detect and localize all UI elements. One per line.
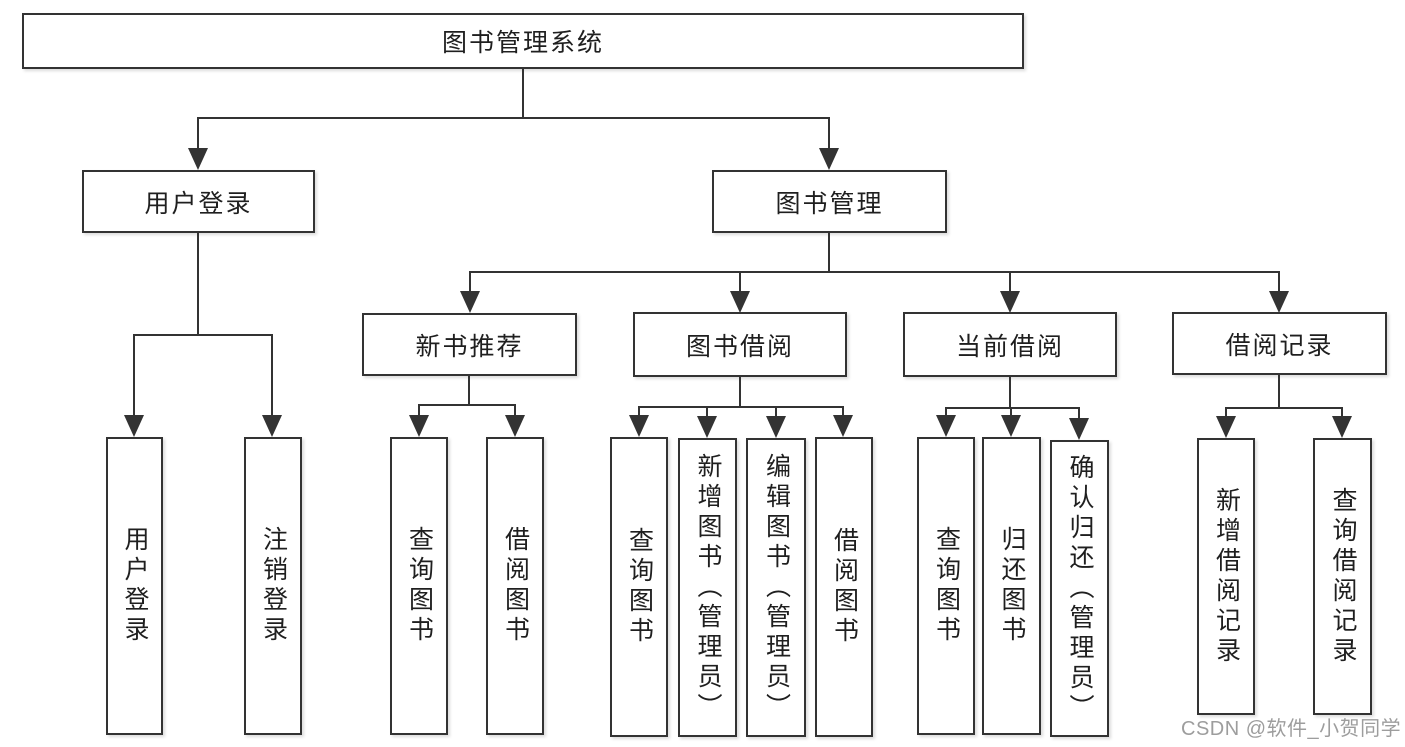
connector-login-rail	[133, 334, 273, 336]
connector-root-stem	[522, 69, 524, 118]
node-user-login-group: 用户登录	[82, 170, 315, 233]
node-user-login-label: 用户登录	[121, 526, 149, 646]
arrowhead-to-bb-add-books	[697, 416, 717, 438]
node-bb-query-books: 查询图书	[610, 437, 668, 737]
arrowhead-to-cb-return-books	[1001, 415, 1021, 437]
node-logout: 注销登录	[244, 437, 302, 735]
arrowhead-to-user-login	[124, 415, 144, 437]
connector-borrow-stem	[739, 377, 741, 408]
arrowhead-to-br-add-record	[1216, 416, 1236, 438]
connector-login-stem	[197, 233, 199, 335]
arrowhead-to-book-management	[819, 148, 839, 170]
connector-newbook-drop-1	[418, 404, 420, 417]
connector-newbook-drop-2	[514, 404, 516, 417]
connector-borrow-drop-1	[638, 406, 640, 417]
connector-mgmt-stem	[828, 233, 830, 272]
connector-current-drop-2	[1010, 407, 1012, 417]
node-user-login: 用户登录	[106, 437, 163, 735]
node-bb-add-books-admin-label: 新增图书（管理员）	[694, 452, 722, 723]
connector-records-rail	[1225, 407, 1343, 409]
connector-current-rail	[945, 407, 1079, 409]
connector-mgmt-drop-4	[1278, 271, 1280, 292]
node-cb-query-books: 查询图书	[917, 437, 975, 735]
arrowhead-to-current-borrowing	[1000, 291, 1020, 313]
connector-mgmt-rail	[469, 271, 1280, 273]
arrowhead-to-bb-borrow-books	[833, 415, 853, 437]
connector-borrow-drop-4	[842, 406, 844, 417]
node-bb-edit-books-admin-label: 编辑图书（管理员）	[762, 452, 791, 723]
node-book-management: 图书管理	[712, 170, 947, 233]
connector-root-drop-right	[828, 117, 830, 150]
node-br-query-borrow-record-label: 查询借阅记录	[1329, 486, 1357, 667]
connector-records-drop-2	[1341, 407, 1343, 418]
node-book-borrowing: 图书借阅	[633, 312, 847, 377]
arrowhead-to-logout	[262, 415, 282, 437]
node-logout-label: 注销登录	[259, 526, 288, 646]
node-new-book-recommend: 新书推荐	[362, 313, 577, 376]
csdn-watermark: CSDN @软件_小贺同学	[1181, 718, 1402, 740]
arrowhead-to-bb-edit-books	[766, 416, 786, 438]
node-bb-borrow-books-label: 借阅图书	[830, 527, 859, 647]
arrowhead-to-borrowing-records	[1269, 291, 1289, 313]
node-bb-query-books-label: 查询图书	[625, 527, 654, 647]
arrowhead-to-new-book-recommend	[460, 291, 480, 313]
connector-mgmt-drop-2	[739, 271, 741, 292]
connector-login-drop-2	[271, 334, 273, 417]
node-cb-confirm-return-admin: 确认归还（管理员）	[1050, 440, 1109, 737]
arrowhead-to-br-query-record	[1332, 416, 1352, 438]
connector-records-stem	[1278, 375, 1280, 408]
connector-borrow-drop-2	[706, 406, 708, 417]
arrowhead-to-user-login-group	[188, 148, 208, 170]
connector-current-stem	[1009, 377, 1011, 408]
connector-records-drop-1	[1225, 407, 1227, 418]
node-br-add-borrow-record: 新增借阅记录	[1197, 438, 1255, 715]
node-library-management-system: 图书管理系统	[22, 13, 1024, 69]
arrowhead-to-cb-query-books	[936, 415, 956, 437]
node-cb-query-books-label: 查询图书	[932, 526, 961, 646]
arrowhead-to-nb-query-books	[409, 415, 429, 437]
connector-root-drop-left	[197, 117, 199, 150]
connector-borrow-rail	[638, 406, 844, 408]
node-nb-query-books: 查询图书	[390, 437, 448, 735]
node-cb-return-books: 归还图书	[982, 437, 1041, 735]
node-br-query-borrow-record: 查询借阅记录	[1313, 438, 1372, 715]
arrowhead-to-book-borrowing	[730, 291, 750, 313]
node-nb-borrow-books: 借阅图书	[486, 437, 544, 735]
arrowhead-to-bb-query-books	[629, 415, 649, 437]
arrowhead-to-cb-confirm-return	[1069, 418, 1089, 440]
node-cb-return-books-label: 归还图书	[998, 526, 1026, 646]
node-bb-add-books-admin: 新增图书（管理员）	[678, 438, 737, 737]
connector-newbook-rail	[418, 404, 516, 406]
node-current-borrowing: 当前借阅	[903, 312, 1117, 377]
node-nb-borrow-books-label: 借阅图书	[501, 526, 530, 646]
connector-mgmt-drop-1	[469, 271, 471, 292]
connector-borrow-drop-3	[775, 406, 777, 417]
connector-newbook-stem	[468, 376, 470, 406]
node-borrowing-records: 借阅记录	[1172, 312, 1387, 375]
node-bb-edit-books-admin: 编辑图书（管理员）	[746, 438, 806, 737]
connector-current-drop-3	[1078, 407, 1080, 420]
node-nb-query-books-label: 查询图书	[405, 526, 434, 646]
connector-current-drop-1	[945, 407, 947, 417]
connector-root-rail	[197, 117, 830, 119]
node-bb-borrow-books: 借阅图书	[815, 437, 873, 737]
node-cb-confirm-return-admin-label: 确认归还（管理员）	[1066, 453, 1094, 724]
connector-login-drop-1	[133, 334, 135, 417]
node-br-add-borrow-record-label: 新增借阅记录	[1212, 486, 1241, 667]
arrowhead-to-nb-borrow-books	[505, 415, 525, 437]
connector-mgmt-drop-3	[1009, 271, 1011, 292]
